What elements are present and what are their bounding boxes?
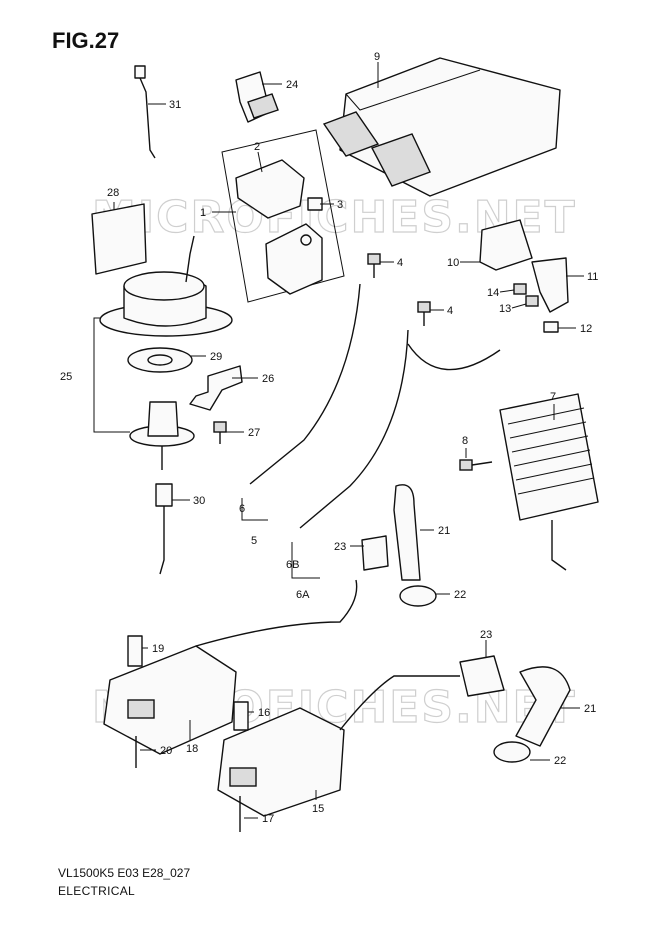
- callout-4-upper: 4: [397, 257, 403, 269]
- part-sensor-lead: [407, 343, 501, 371]
- callout-12: 12: [580, 323, 592, 335]
- part-rubber-upper: [361, 535, 389, 571]
- figure-title: FIG.27: [52, 28, 120, 53]
- callout-27: 27: [248, 427, 260, 439]
- callout-25: 25: [60, 371, 72, 383]
- callout-2: 2: [254, 141, 260, 153]
- part-cable-tie: [134, 65, 156, 159]
- part-battery-cable-6b: [299, 329, 409, 529]
- part-nut-13: [525, 295, 539, 307]
- part-plug-cap-upper: [393, 484, 421, 581]
- callout-21-lower: 21: [584, 703, 596, 715]
- bracket-6a: [291, 542, 320, 579]
- callout-13: 13: [499, 303, 511, 315]
- part-bracket-bolt: [213, 421, 227, 444]
- diagram-section-name: ELECTRICAL: [58, 884, 136, 898]
- callout-6: 6: [239, 503, 245, 515]
- callout-21-upper: 21: [438, 525, 450, 537]
- part-regulator-rectifier: [499, 393, 599, 571]
- part-rubber-lower: [459, 655, 505, 697]
- part-connector: [235, 71, 279, 123]
- callout-28: 28: [107, 187, 119, 199]
- callout-6b: 6B: [286, 559, 299, 571]
- leader-lines: [113, 62, 584, 819]
- callout-29: 29: [210, 351, 222, 363]
- callout-17: 17: [262, 813, 274, 825]
- callout-18: 18: [186, 743, 198, 755]
- callout-31: 31: [169, 99, 181, 111]
- part-seal-lower: [493, 741, 531, 763]
- part-plug-cap-lower: [515, 666, 571, 747]
- callout-4-right: 4: [447, 305, 453, 317]
- part-relay: [479, 219, 533, 271]
- callout-26: 26: [262, 373, 274, 385]
- callout-16: 16: [258, 707, 270, 719]
- callout-5: 5: [251, 535, 257, 547]
- part-ignition-coil-front: [103, 579, 358, 768]
- part-seal-upper: [399, 585, 437, 607]
- part-horn-assembly: [93, 235, 233, 470]
- callout-7: 7: [550, 391, 556, 403]
- callout-19: 19: [152, 643, 164, 655]
- part-screw-right: [417, 301, 431, 326]
- part-horn-lead-wire: [155, 483, 173, 575]
- part-clip-12: [543, 321, 559, 333]
- part-battery-cable-6: [249, 283, 361, 485]
- callout-15: 15: [312, 803, 324, 815]
- part-screw-upper: [367, 253, 381, 278]
- callout-20: 20: [160, 745, 172, 757]
- callout-6a: 6A: [296, 589, 310, 601]
- part-ignition-coil-rear: [217, 675, 460, 832]
- part-horn-bracket: [189, 365, 243, 411]
- callout-10: 10: [447, 257, 459, 269]
- diagram-code: VL1500K5 E03 E28_027: [58, 866, 191, 880]
- callout-8: 8: [462, 435, 468, 447]
- callout-9: 9: [374, 51, 380, 63]
- callout-22-upper: 22: [454, 589, 466, 601]
- part-screw-14: [513, 283, 527, 295]
- callout-24: 24: [286, 79, 298, 91]
- bracket-6: [241, 498, 268, 521]
- callout-11: 11: [587, 271, 598, 283]
- callout-14: 14: [487, 287, 499, 299]
- callout-1: 1: [200, 207, 206, 219]
- part-regulator-bolt: [459, 459, 493, 471]
- callout-23-lower: 23: [480, 629, 492, 641]
- callout-3: 3: [337, 199, 343, 211]
- part-relay-bracket: [531, 257, 569, 313]
- callout-30: 30: [193, 495, 205, 507]
- callout-23-upper: 23: [334, 541, 346, 553]
- part-insulator-pad: [91, 203, 147, 275]
- part-ecm-unit: [322, 57, 561, 197]
- part-relay-assembly: [221, 129, 345, 303]
- callout-22-lower: 22: [554, 755, 566, 767]
